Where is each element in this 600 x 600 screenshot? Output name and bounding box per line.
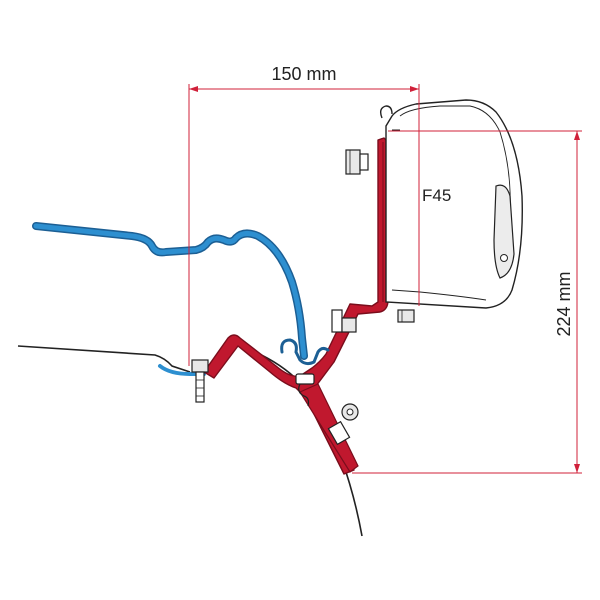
awning-rail-lines	[391, 129, 487, 301]
width-dimension-label: 150 mm	[271, 64, 336, 84]
bolts	[191, 149, 415, 446]
bolt-upper-bracket	[345, 149, 369, 175]
bolt-middle-bracket	[331, 309, 357, 333]
width-arrow-right-icon	[410, 86, 419, 92]
height-arrow-bottom-icon	[574, 464, 580, 473]
width-arrow-left-icon	[189, 86, 198, 92]
awning-cassette: F45	[379, 99, 523, 309]
height-dimension: 224 mm	[352, 130, 582, 474]
height-dimension-label: 224 mm	[554, 271, 574, 336]
clamp-hook	[280, 338, 330, 366]
blue-profile-strip-fill	[33, 223, 307, 359]
clamp-spring	[298, 383, 310, 407]
awning-top-hook	[379, 105, 393, 119]
blue-profile-strip	[32, 222, 308, 360]
bolt-lower-plate	[327, 403, 359, 446]
clamp-block	[295, 373, 315, 385]
bolt-awning-foot	[397, 309, 415, 323]
bolt-bottom-left	[191, 359, 209, 403]
bracket-outline	[203, 137, 389, 475]
height-arrow-top-icon	[574, 131, 580, 140]
gutter-clamp	[280, 338, 330, 407]
vehicle-roof-edge-line	[17, 345, 191, 373]
awning-housing-outline	[385, 99, 523, 309]
awning-housing-inner-curve	[399, 105, 511, 217]
awning-end-screw-icon	[500, 254, 508, 262]
width-dimension: 150 mm	[188, 64, 420, 366]
blue-profile-lower-flange	[158, 364, 206, 376]
awning-front-profile	[493, 184, 515, 279]
awning-model-label: F45	[422, 186, 451, 205]
roof-gutter-profile	[32, 222, 308, 376]
